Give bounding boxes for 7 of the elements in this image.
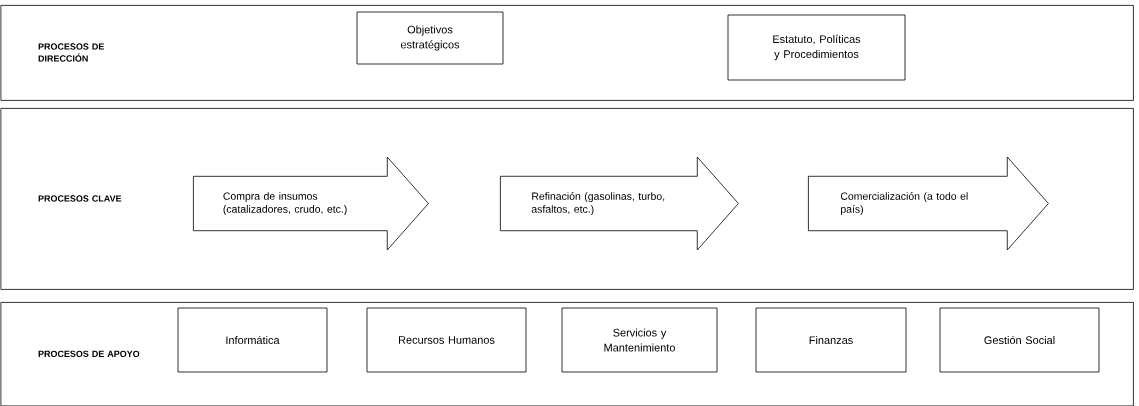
process-box: Estatuto, Políticas y Procedimientos [727, 14, 906, 81]
process-box: Informática [177, 307, 328, 373]
process-box: Finanzas [755, 307, 907, 373]
process-box: Objetivos estratégicos [356, 11, 504, 65]
process-box: Recursos Humanos [366, 307, 527, 373]
process-box: Servicios y Mantenimiento [561, 307, 718, 373]
process-box: Gestión Social [939, 307, 1100, 373]
